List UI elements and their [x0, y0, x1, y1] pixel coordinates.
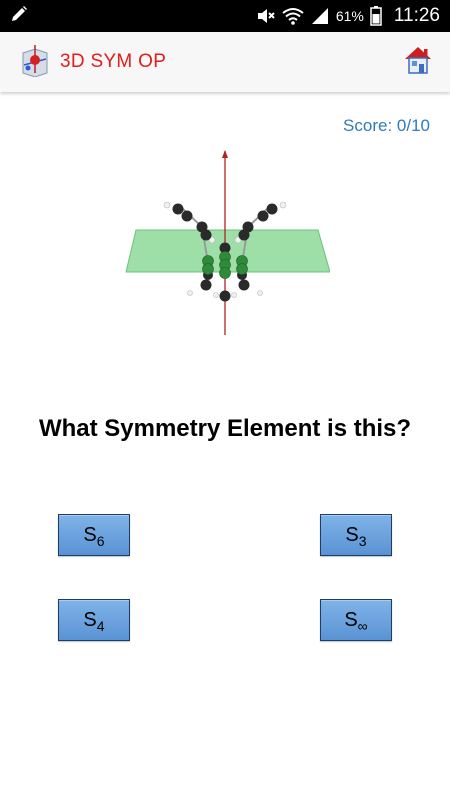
molecule-view[interactable] [120, 145, 331, 340]
signal-icon [310, 7, 330, 25]
answer-subscript: 4 [96, 618, 105, 634]
status-bar: 61% 11:26 [0, 0, 450, 32]
pencil-icon [10, 5, 28, 28]
app-bar: 3D SYM OP [0, 32, 450, 92]
answer-subscript: 6 [96, 533, 105, 549]
wifi-icon [282, 7, 304, 25]
home-icon [404, 46, 432, 79]
answer-subscript: ∞ [357, 618, 368, 634]
axis-arrowhead [222, 150, 228, 158]
clock: 11:26 [393, 5, 440, 26]
mute-icon [256, 7, 276, 25]
answer-label: S [83, 523, 97, 546]
app-title: 3D SYM OP [60, 51, 167, 72]
home-button[interactable] [402, 46, 434, 78]
answer-label: S [344, 608, 358, 631]
answer-label: S [345, 523, 359, 546]
battery-icon [370, 6, 382, 26]
battery-percent: 61% [335, 8, 364, 24]
answer-subscript: 3 [358, 533, 367, 549]
question-text: What Symmetry Element is this? [38, 415, 412, 442]
answer-label: S [83, 608, 97, 631]
score-display: Score: 0/10 [343, 116, 430, 135]
app-logo-icon [20, 43, 50, 82]
answer-button-s-infinity[interactable]: S∞ [320, 599, 392, 641]
